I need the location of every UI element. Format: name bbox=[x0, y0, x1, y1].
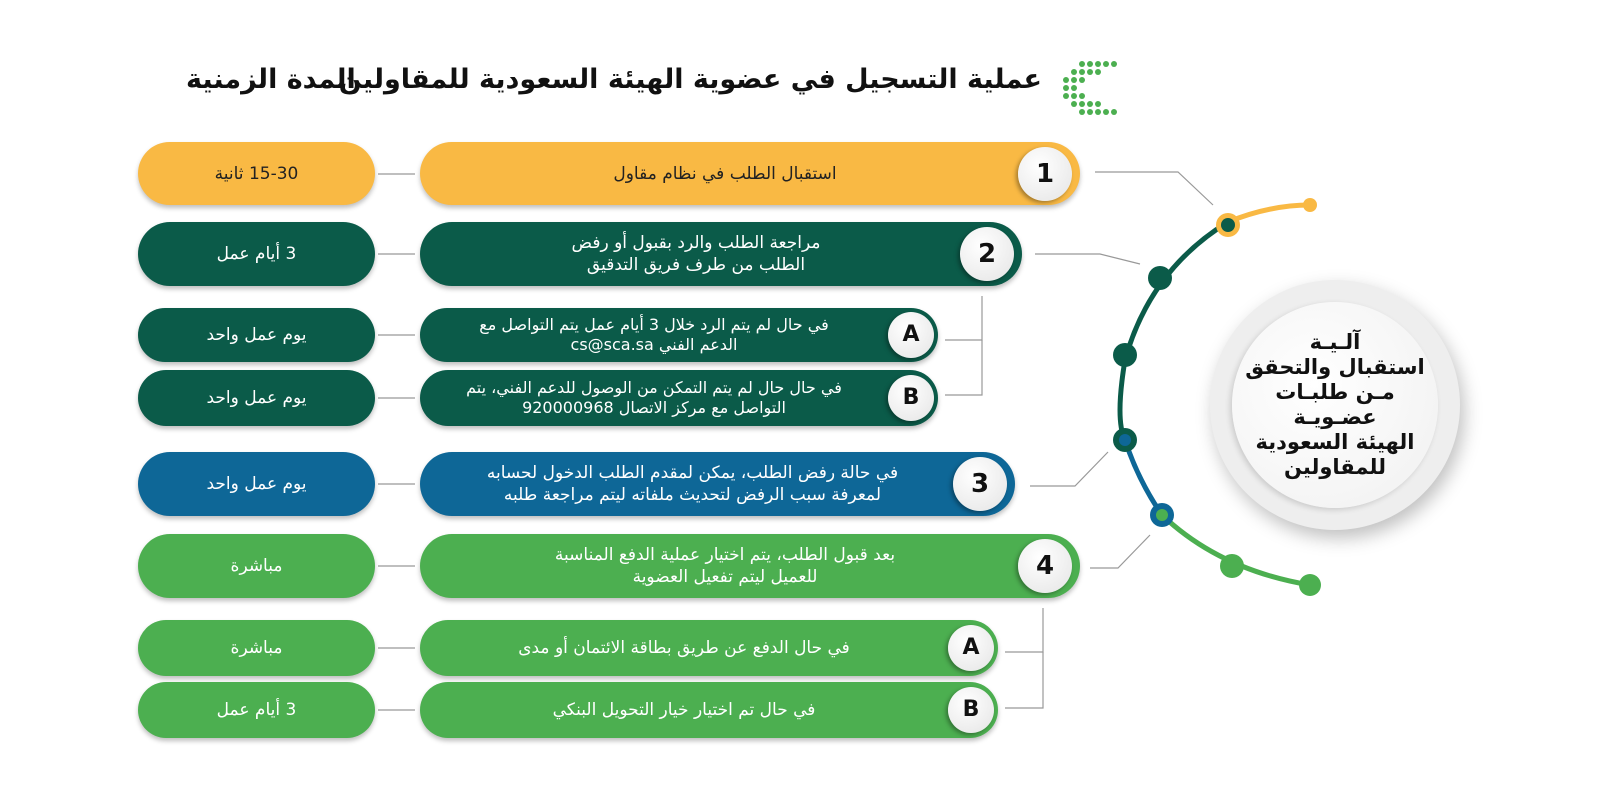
step-text: في حالة رفض الطلب، يمكن لمقدم الطلب الدخ… bbox=[486, 463, 899, 505]
step-badge: 1 bbox=[1018, 146, 1072, 201]
step-badge: 2 bbox=[960, 227, 1014, 281]
step-4b: في حال تم اختيار خيار التحويل البنكي B bbox=[420, 682, 998, 738]
step-text: في حال حال لم يتم التمكن من الوصول للدعم… bbox=[466, 378, 842, 417]
duration-2a: يوم عمل واحد bbox=[138, 308, 375, 362]
step-2a: في حال لم يتم الرد خلال 3 أيام عمل يتم ا… bbox=[420, 308, 938, 362]
duration-4a: مباشرة bbox=[138, 620, 375, 676]
step-1: استقبال الطلب في نظام مقاول 1 bbox=[420, 142, 1080, 205]
step-text: في حال الدفع عن طريق بطاقة الائتمان أو م… bbox=[518, 638, 850, 658]
step-4: بعد قبول الطلب، يتم اختيار عملية الدفع ا… bbox=[420, 534, 1080, 598]
step-text: استقبال الطلب في نظام مقاول bbox=[613, 163, 837, 184]
duration-heading: المدة الزمنية bbox=[186, 64, 356, 95]
step-badge: B bbox=[948, 687, 994, 733]
hub-line: مـن طلبـات عضـويـة bbox=[1275, 380, 1395, 429]
step-text: في حال لم يتم الرد خلال 3 أيام عمل يتم ا… bbox=[479, 315, 829, 354]
timeline-node bbox=[1148, 266, 1172, 290]
duration-2b: يوم عمل واحد bbox=[138, 370, 375, 426]
duration-2: 3 أيام عمل bbox=[138, 222, 375, 286]
timeline-node bbox=[1113, 343, 1137, 367]
step-badge: A bbox=[948, 625, 994, 671]
step-text: مراجعة الطلب والرد بقبول أو رفض الطلب من… bbox=[571, 233, 821, 275]
step-badge: 3 bbox=[953, 457, 1007, 511]
hub-line: آلـيـة bbox=[1309, 330, 1361, 354]
duration-1: 15-30 ثانية bbox=[138, 142, 375, 205]
step-text: في حال تم اختيار خيار التحويل البنكي bbox=[552, 700, 816, 720]
hub-line: استقبال والتحقق bbox=[1245, 355, 1425, 379]
step-badge: 4 bbox=[1018, 539, 1072, 593]
step-4a: في حال الدفع عن طريق بطاقة الائتمان أو م… bbox=[420, 620, 998, 676]
page-title: عملية التسجيل في عضوية الهيئة السعودية ل… bbox=[338, 64, 1042, 95]
logo-icon bbox=[1063, 61, 1117, 115]
step-text: بعد قبول الطلب، يتم اختيار عملية الدفع ا… bbox=[554, 545, 896, 587]
hub-line: الهيئة السعودية bbox=[1255, 430, 1415, 454]
step-badge: B bbox=[888, 375, 934, 421]
step-2b: في حال حال لم يتم التمكن من الوصول للدعم… bbox=[420, 370, 938, 426]
hub-circle: آلـيـة استقبال والتحقق مـن طلبـات عضـويـ… bbox=[1210, 280, 1460, 530]
duration-3: يوم عمل واحد bbox=[138, 452, 375, 516]
duration-4b: 3 أيام عمل bbox=[138, 682, 375, 738]
timeline-node bbox=[1220, 554, 1244, 578]
hub-title: آلـيـة استقبال والتحقق مـن طلبـات عضـويـ… bbox=[1232, 302, 1438, 508]
step-badge: A bbox=[888, 312, 934, 358]
hub-line: للمقاولين bbox=[1284, 455, 1386, 479]
step-3: في حالة رفض الطلب، يمكن لمقدم الطلب الدخ… bbox=[420, 452, 1015, 516]
duration-4: مباشرة bbox=[138, 534, 375, 598]
step-2: مراجعة الطلب والرد بقبول أو رفض الطلب من… bbox=[420, 222, 1022, 286]
